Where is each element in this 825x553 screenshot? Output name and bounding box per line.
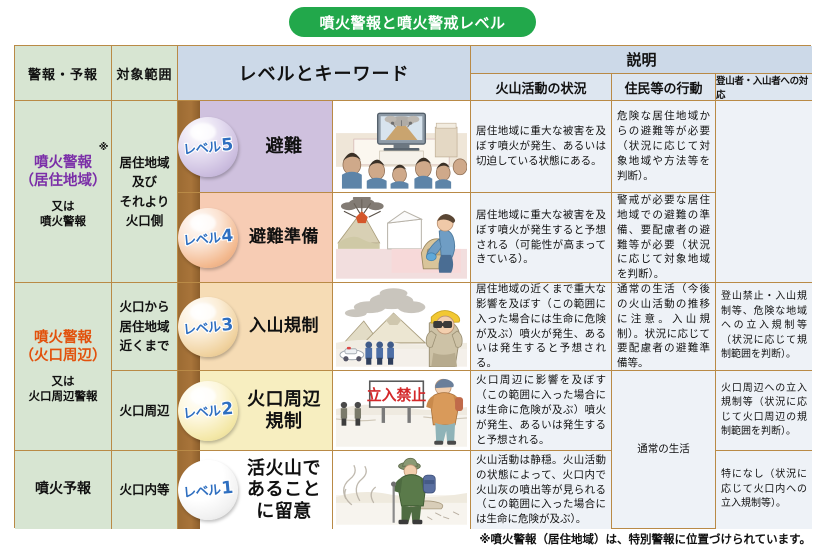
level-1-badge-cell: レベル1 活火山で あること に留意 — [178, 451, 333, 529]
header-warning-forecast: 警報・予報 — [15, 46, 112, 101]
header-volcanic-activity: 火山活動の状況 — [471, 74, 612, 101]
level-5-badge-cell: レベル5 避難 — [178, 101, 333, 193]
level-5-keyword: 避難 — [265, 135, 303, 157]
scope-residential-area: 居住地域 及び それより 火口側 — [112, 101, 178, 283]
header-climber-response: 登山者・入山者への対応 — [716, 74, 812, 101]
level-1-keyword-line-1: 活火山で — [247, 458, 321, 480]
header-target-scope: 対象範囲 — [112, 46, 178, 101]
level-5-badge-text: レベル5 — [182, 133, 235, 158]
level-2-badge-text: レベル2 — [182, 397, 235, 422]
header-level-keyword: レベルとキーワード — [178, 46, 471, 101]
residents-normal-life: 通常の生活 — [612, 371, 716, 529]
warning-category-crater-title: 噴火警報 （火口周辺） — [20, 329, 107, 365]
warning-line-2: （居住地域） — [19, 173, 107, 190]
footer-note: ※噴火警報（居住地域）は、特別警報に位置づけられています。 — [479, 532, 811, 546]
level-2-badge: レベル2 — [178, 380, 238, 441]
page-title: 噴火警報と噴火警戒レベル — [289, 7, 536, 37]
climbers-level-3: 登山禁止・入山規制等、危険な地域への立入規制等（状況に応じて規制範囲を判断）。 — [716, 283, 812, 371]
scope-line: 居住地域 — [119, 154, 170, 170]
header-resident-action: 住民等の行動 — [612, 74, 716, 101]
warning-category-forecast: 噴火予報 — [15, 451, 112, 529]
warning-line-1: 噴火警報 — [34, 329, 92, 346]
warning-line-1: 噴火警報 — [34, 154, 92, 171]
asterisk-marker: ※ — [98, 141, 109, 153]
no-entry-sign-hiker-icon: 立入禁止 — [336, 374, 467, 447]
scope-line: それより — [119, 193, 170, 209]
scope-line: 及び — [131, 174, 157, 190]
header-description: 説明 — [471, 46, 812, 74]
level-2-keyword-line-1: 火口周辺 — [247, 389, 321, 411]
scope-line: 居住地域 — [119, 318, 170, 334]
level-2-keyword-line-2: 規制 — [265, 410, 303, 432]
hiker-walking-near-fumarole-icon — [336, 455, 467, 525]
scope-line: 火口から — [119, 299, 170, 315]
level-5-badge: レベル5 — [178, 116, 238, 177]
warning-line-2: （火口周辺） — [19, 348, 107, 365]
level-2-keyword: 火口周辺 規制 — [238, 389, 332, 431]
illustration-level-5 — [333, 101, 471, 193]
residents-level-4: 警戒が必要な居住地域での避難の準備、要配慮者の避難等が必要（状況に応じて対象地域… — [612, 193, 716, 283]
level-1-keyword-line-2: あること — [247, 479, 321, 501]
warning-alt-line-1: 又は — [51, 199, 75, 214]
climbers-level-1: 特になし（状況に応じて火口内への立入規制等）。 — [716, 451, 812, 529]
scope-line: 近くまで — [119, 338, 170, 354]
warning-level-table: 警報・予報 対象範囲 レベルとキーワード 説明 火山活動の状況 住民等の行動 登… — [14, 45, 812, 529]
smoking-volcano-observer-binoculars-icon — [336, 286, 467, 367]
level-2-badge-cell: レベル2 火口周辺 規制 — [178, 371, 333, 451]
level-1-keyword: 活火山で あること に留意 — [238, 458, 332, 522]
activity-level-5: 居住地域に重大な被害を及ぼす噴火が発生、あるいは切迫している状態にある。 — [471, 101, 612, 193]
illustration-level-3 — [333, 283, 471, 371]
activity-level-1: 火山活動は静穏。火山活動の状態によって、火口内で火山灰の噴出等が見られる（この範… — [471, 451, 612, 529]
warning-alt-line-2: 噴火警報 — [40, 214, 86, 229]
activity-level-3: 居住地域の近くまで重大な影響を及ぼす（この範囲に入った場合には生命に危険が及ぶ）… — [471, 283, 612, 371]
people-watching-tv-eruption-icon — [336, 104, 467, 189]
warning-category-residential: ※ 噴火警報 （居住地域） 又は 噴火警報 — [15, 101, 112, 283]
level-1-badge-text: レベル1 — [182, 477, 235, 502]
warning-alt-line-2: 火口周辺警報 — [28, 389, 98, 404]
climbers-level-2: 火口周辺への立入規制等（状況に応じて火口周辺の規制範囲を判断）。 — [716, 371, 812, 451]
scope-crater-to-residential: 火口から 居住地域 近くまで — [112, 283, 178, 371]
scope-crater-vicinity: 火口周辺 — [112, 371, 178, 451]
level-1-badge: レベル1 — [178, 460, 238, 520]
level-3-keyword: 入山規制 — [249, 316, 319, 337]
level-3-badge: レベル3 — [178, 296, 238, 357]
illustration-level-2: 立入禁止 — [333, 371, 471, 451]
warning-category-residential-title: ※ 噴火警報 （居住地域） — [19, 142, 109, 190]
residents-level-3: 通常の生活（今後の火山活動の推移に注意。入山規制）。状況に応じて要配慮者の避難準… — [612, 283, 716, 371]
scope-inside-crater: 火口内等 — [112, 451, 178, 529]
level-3-badge-text: レベル3 — [182, 313, 235, 338]
eruption-and-packing-evacuation-icon — [336, 196, 467, 279]
warning-alt-line-1: 又は — [51, 374, 75, 389]
residents-level-5: 危険な居住地域からの避難等が必要（状況に応じて対象地域や方法等を判断）。 — [612, 101, 716, 193]
no-entry-sign-text: 立入禁止 — [367, 386, 427, 404]
warning-category-forecast-title: 噴火予報 — [35, 481, 91, 498]
activity-level-4: 居住地域に重大な被害を及ぼす噴火が発生すると予想される（可能性が高まってきている… — [471, 193, 612, 283]
warning-category-crater: 噴火警報 （火口周辺） 又は 火口周辺警報 — [15, 283, 112, 451]
level-4-badge-text: レベル4 — [182, 224, 235, 249]
scope-line: 火口側 — [125, 212, 164, 228]
level-4-badge: レベル4 — [178, 207, 238, 268]
climbers-level-5-4 — [716, 101, 812, 283]
warning-category-crater-alt: 又は 火口周辺警報 — [29, 374, 98, 404]
illustration-level-4 — [333, 193, 471, 283]
warning-category-residential-alt: 又は 噴火警報 — [40, 199, 86, 229]
illustration-level-1 — [333, 451, 471, 529]
activity-level-2: 火口周辺に影響を及ぼす（この範囲に入った場合には生命に危険が及ぶ）噴火が発生、あ… — [471, 371, 612, 451]
level-4-keyword: 避難準備 — [249, 227, 319, 248]
level-4-badge-cell: レベル4 避難準備 — [178, 193, 333, 283]
level-3-badge-cell: レベル3 入山規制 — [178, 283, 333, 371]
level-1-keyword-line-3: に留意 — [256, 500, 312, 522]
